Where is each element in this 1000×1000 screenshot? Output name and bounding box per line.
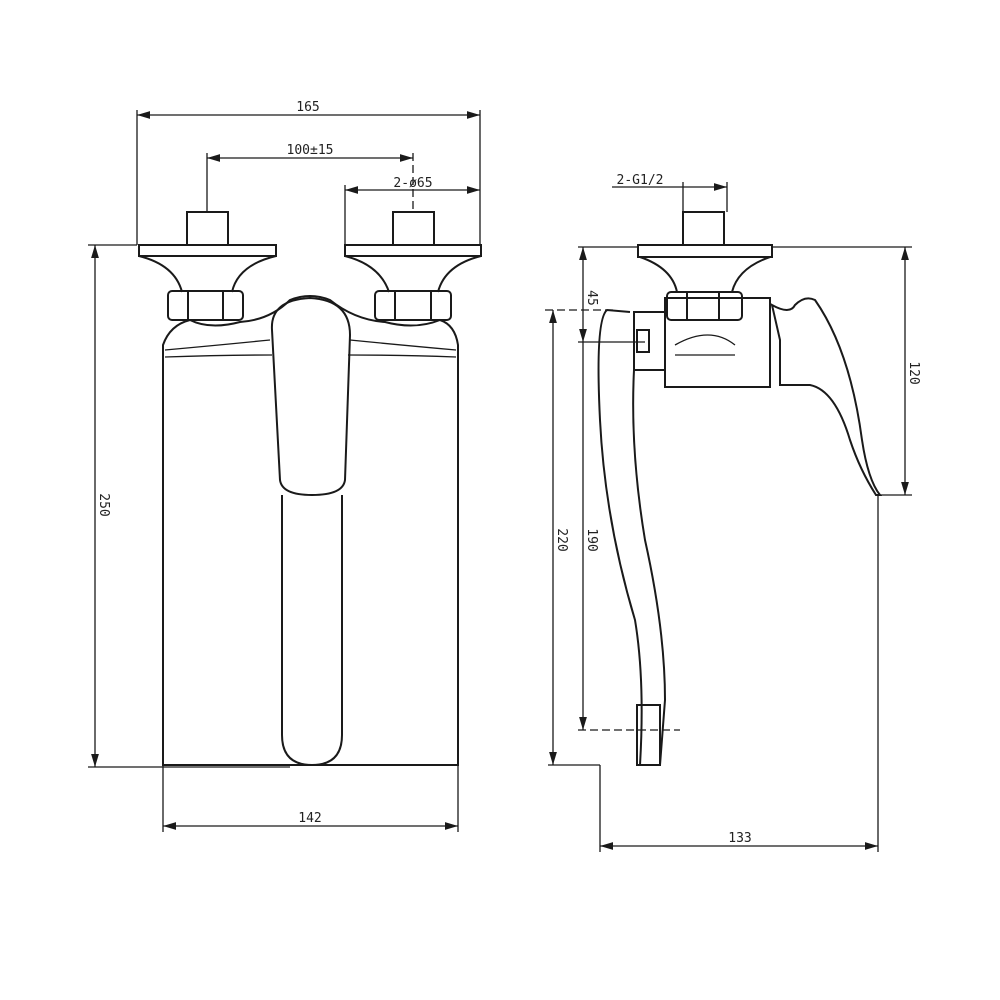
dim-label-flange-diameter: 2-ø65 <box>393 176 432 191</box>
faucet-body-side <box>597 297 883 766</box>
right-inlet <box>344 211 482 321</box>
dim-label-overall-width: 165 <box>296 100 319 115</box>
dim-label-spout-inner: 190 <box>584 528 599 551</box>
dim-label-inlet-spacing: 100±15 <box>287 143 334 158</box>
dim-label-handle-height: 120 <box>906 361 921 384</box>
side-lever-handle <box>770 297 883 496</box>
side-inlet <box>637 211 773 321</box>
dim-label-spout-height: 220 <box>554 528 569 551</box>
dim-label-offset: 45 <box>584 290 599 306</box>
side-dimensions: 2-G1/2 120 45 220 190 133 <box>545 173 921 852</box>
spout-outer <box>597 308 643 766</box>
front-view: 165 100±15 2-ø65 250 142 <box>88 100 482 832</box>
dim-label-body-width: 142 <box>298 811 321 826</box>
left-inlet <box>138 211 277 321</box>
dim-label-depth: 133 <box>728 831 751 846</box>
side-view: 2-G1/2 120 45 220 190 133 <box>545 173 921 852</box>
front-dimensions: 165 100±15 2-ø65 250 142 <box>88 100 481 832</box>
lever-handle <box>270 296 352 497</box>
spout-inner <box>632 369 667 766</box>
faucet-body-front <box>162 295 459 767</box>
dim-label-height: 250 <box>96 493 111 516</box>
spout <box>281 495 343 767</box>
dim-label-thread: 2-G1/2 <box>617 173 664 188</box>
